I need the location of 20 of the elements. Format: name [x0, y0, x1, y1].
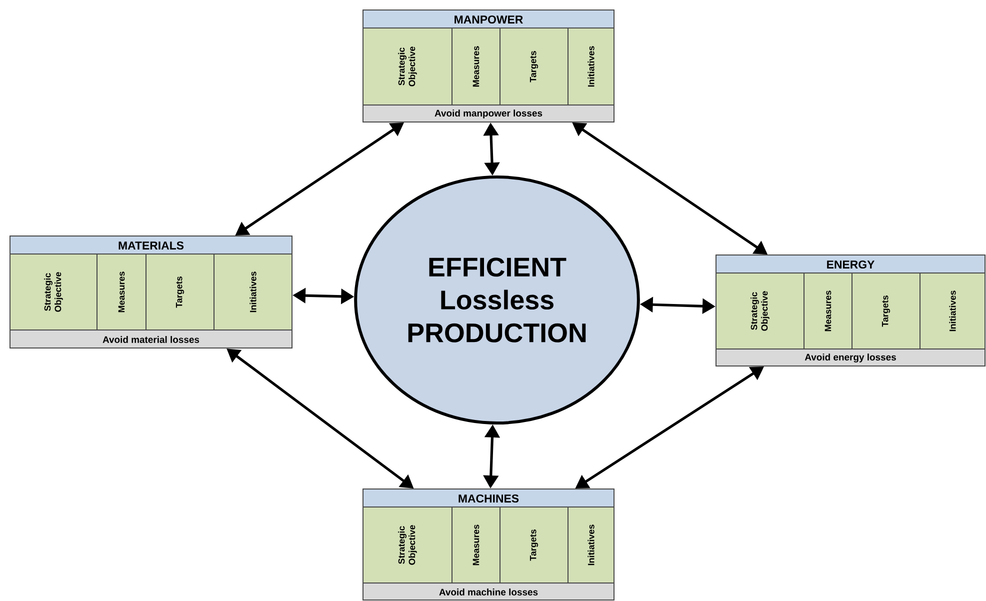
table-cell: Targets [500, 506, 568, 584]
table-cell: Initiatives [214, 254, 292, 330]
node-label: Avoid manpower losses [434, 110, 542, 118]
table-cell: Targets [146, 254, 214, 330]
table-cell: Initiatives [568, 506, 614, 584]
table-cell: Strategic Objective [716, 272, 804, 350]
table-cell: Strategic Objective [362, 28, 452, 106]
table-cell: Targets [500, 28, 568, 106]
table-cell: Measures [452, 506, 500, 584]
table-cell: Initiatives [920, 272, 986, 350]
table-cell: Strategic Objective [362, 506, 452, 584]
table-cell: Measures [96, 254, 146, 330]
node-label: Avoid energy losses [804, 354, 896, 362]
node-label: Avoid machine losses [439, 588, 538, 596]
node-label: Avoid material losses [102, 336, 200, 343]
table-cell: Strategic Objective [10, 254, 98, 330]
table-cell: Measures [804, 272, 852, 350]
table-cell: Measures [452, 28, 500, 106]
table-cell: Initiatives [568, 28, 614, 106]
table-cell: Targets [852, 272, 920, 350]
